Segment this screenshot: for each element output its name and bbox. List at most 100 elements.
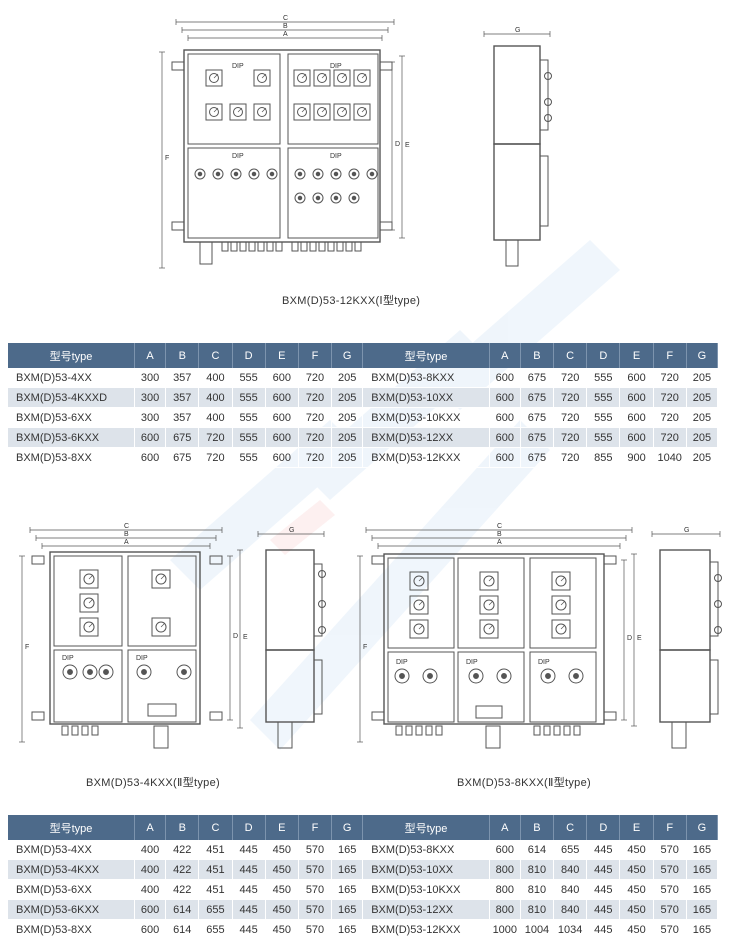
- column-header: E: [265, 815, 299, 840]
- cable-gland: [291, 241, 299, 252]
- table-cell: 800: [489, 879, 521, 900]
- indicator-lamp-center: [315, 171, 321, 177]
- table-cell: 720: [298, 387, 333, 408]
- table-cell: 357: [165, 368, 200, 388]
- table-cell: 720: [553, 407, 588, 428]
- table-cell: 720: [198, 447, 233, 468]
- indicator-lamp-center: [473, 673, 479, 679]
- table-cell: 445: [586, 919, 621, 940]
- table-cell: 205: [686, 368, 719, 388]
- switch-box: [229, 103, 247, 121]
- column-header: F: [653, 343, 687, 368]
- side-hinge: [313, 659, 323, 715]
- rotary-switch-icon: [317, 107, 327, 117]
- table-cell: 450: [265, 919, 299, 940]
- column-header: A: [489, 343, 521, 368]
- table-cell: BXM(D)53-4KXXD: [8, 387, 136, 408]
- table-cell: 840: [553, 899, 588, 920]
- table-cell: 600: [489, 407, 521, 428]
- rotary-switch-icon: [83, 597, 95, 609]
- table-cell: BXM(D)53-4XX: [8, 368, 136, 388]
- cable-gland: [71, 725, 79, 736]
- mounting-ear: [171, 61, 185, 71]
- table-cell: 600: [489, 427, 521, 448]
- cable-gland: [91, 725, 99, 736]
- table-cell: 450: [265, 859, 299, 880]
- cable-gland: [61, 725, 69, 736]
- cable-gland: [309, 241, 317, 252]
- panel-top-left: [53, 555, 123, 647]
- switch-box: [333, 103, 351, 121]
- table-cell: 720: [653, 407, 687, 428]
- table-cell: 357: [165, 407, 200, 428]
- switch-handle: [160, 622, 166, 628]
- table-cell: 600: [489, 387, 521, 408]
- panel-bottom-left: [187, 147, 281, 239]
- table-cell: 165: [686, 899, 719, 920]
- table-cell: BXM(D)53-10XX: [362, 387, 490, 408]
- table-cell: 422: [165, 879, 200, 900]
- column-header: 型号type: [8, 815, 136, 840]
- side-enclosure-top: [659, 549, 711, 651]
- panel-top: [529, 557, 597, 649]
- table-cell: 451: [198, 840, 233, 860]
- indicator-lamp: [294, 192, 306, 204]
- dimension-label: E: [243, 634, 248, 641]
- switch-box: [479, 619, 499, 639]
- switch-box: [409, 619, 429, 639]
- mounting-ear: [209, 711, 223, 721]
- indicator-lamp-center: [501, 673, 507, 679]
- switch-box: [79, 617, 99, 637]
- indicator-lamp: [294, 168, 306, 180]
- panel-top: [387, 557, 455, 649]
- switch-handle: [341, 73, 347, 79]
- rotary-switch-icon: [83, 573, 95, 585]
- table-cell: 655: [553, 840, 588, 860]
- switch-handle: [213, 73, 219, 79]
- indicator-lamp-center: [399, 673, 405, 679]
- table-cell: 555: [232, 447, 266, 468]
- table-cell: 445: [232, 840, 266, 860]
- column-header: A: [134, 343, 167, 368]
- table-cell: 450: [265, 879, 299, 900]
- switch-handle: [418, 576, 424, 582]
- table-cell: 445: [586, 879, 621, 900]
- switch-handle: [488, 600, 494, 606]
- indicator-lamp: [230, 168, 242, 180]
- indicator-lamp: [422, 668, 438, 684]
- switch-box: [293, 103, 311, 121]
- indicator-lamp: [248, 168, 260, 180]
- indicator-lamp-center: [369, 171, 375, 177]
- table-cell: 555: [232, 368, 266, 388]
- switch-box: [409, 571, 429, 591]
- table-cell: BXM(D)53-12XX: [362, 427, 490, 448]
- enclosure-outline: [383, 553, 605, 725]
- table-cell: 570: [653, 840, 687, 860]
- table-cell: 400: [198, 387, 233, 408]
- switch-box: [253, 69, 271, 87]
- side-hinge: [709, 561, 719, 637]
- table-cell: 1040: [653, 447, 687, 468]
- table-cell: 675: [520, 447, 555, 468]
- switch-box: [353, 103, 371, 121]
- dip-label: DIP: [232, 63, 244, 70]
- panel-bottom-right: [287, 147, 379, 239]
- table-cell: BXM(D)53-6XX: [8, 407, 136, 428]
- indicator-lamp-center: [315, 195, 321, 201]
- table-cell: 450: [619, 879, 654, 900]
- table-cell: 165: [331, 840, 364, 860]
- nameplate: [147, 703, 177, 717]
- indicator-lamp: [136, 664, 152, 680]
- cable-gland: [239, 241, 247, 252]
- switch-handle: [560, 576, 566, 582]
- table-cell: 570: [653, 859, 687, 880]
- table-cell: 422: [165, 840, 200, 860]
- panel-bottom: [457, 651, 525, 723]
- indicator-lamp: [366, 168, 378, 180]
- table-cell: 205: [331, 427, 364, 448]
- dip-label: DIP: [396, 659, 408, 666]
- switch-handle: [341, 107, 347, 113]
